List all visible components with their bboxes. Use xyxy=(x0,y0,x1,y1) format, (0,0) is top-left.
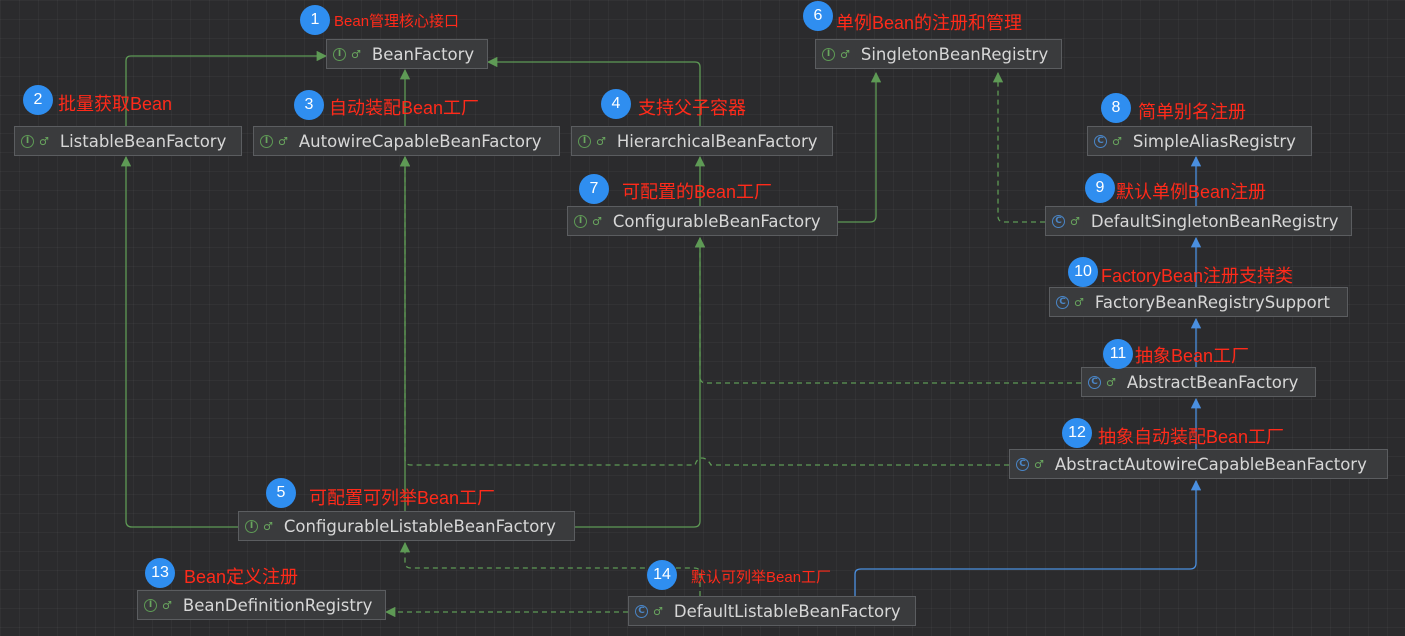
interface-icon: I xyxy=(144,598,157,612)
node-label: DefaultSingletonBeanRegistry xyxy=(1090,211,1339,231)
badge-7: 7 xyxy=(579,174,609,204)
annotation-9: 默认单例Bean注册 xyxy=(1116,182,1267,202)
public-icon: ♂ xyxy=(1034,457,1044,471)
node-abstract-bean-factory[interactable]: C ♂ AbstractBeanFactory xyxy=(1081,367,1316,397)
badge-4: 4 xyxy=(601,89,631,119)
edge-listable-to-beanfactory xyxy=(125,50,328,126)
node-singleton-bean-registry[interactable]: I ♂ SingletonBeanRegistry xyxy=(815,39,1062,69)
edge-abstractautowire-impl-autowire xyxy=(399,155,1009,466)
node-bean-definition-registry[interactable]: I ♂ BeanDefinitionRegistry xyxy=(137,590,386,620)
badge-10: 10 xyxy=(1068,257,1098,287)
node-configurable-bean-factory[interactable]: I ♂ ConfigurableBeanFactory xyxy=(567,206,838,236)
edge-defaultlistable-impl-conflistable xyxy=(399,541,701,596)
edge-hierarchical-to-beanfactory xyxy=(486,56,701,126)
interface-icon: I xyxy=(260,134,273,148)
node-abstract-autowire-capable-bean-factory[interactable]: C ♂ AbstractAutowireCapableBeanFactory xyxy=(1009,449,1388,479)
node-configurable-listable-bean-factory[interactable]: I ♂ ConfigurableListableBeanFactory xyxy=(238,511,575,541)
public-icon: ♂ xyxy=(592,214,602,228)
public-icon: ♂ xyxy=(1070,214,1080,228)
public-icon: ♂ xyxy=(840,47,850,61)
class-icon: C xyxy=(1094,134,1107,148)
interface-icon: I xyxy=(245,519,258,533)
badge-8: 8 xyxy=(1101,93,1131,123)
annotation-2: 批量获取Bean xyxy=(58,94,173,114)
node-label: AbstractAutowireCapableBeanFactory xyxy=(1054,454,1367,474)
badge-3: 3 xyxy=(294,90,324,120)
node-label: FactoryBeanRegistrySupport xyxy=(1094,292,1330,312)
node-default-singleton-bean-registry[interactable]: C ♂ DefaultSingletonBeanRegistry xyxy=(1045,206,1352,236)
class-icon: C xyxy=(1088,375,1101,389)
edge-conflistable-to-listable xyxy=(120,155,238,528)
badge-2: 2 xyxy=(23,85,53,115)
edge-configurable-to-singleton xyxy=(838,71,882,223)
node-hierarchical-bean-factory[interactable]: I ♂ HierarchicalBeanFactory xyxy=(571,126,833,156)
class-icon: C xyxy=(1016,457,1029,471)
public-icon: ♂ xyxy=(351,47,361,61)
annotation-8: 简单别名注册 xyxy=(1138,102,1246,122)
annotation-11: 抽象Bean工厂 xyxy=(1135,346,1250,366)
node-autowire-capable-bean-factory[interactable]: I ♂ AutowireCapableBeanFactory xyxy=(253,126,560,156)
node-label: DefaultListableBeanFactory xyxy=(673,601,901,621)
class-icon: C xyxy=(1056,295,1069,309)
annotation-12: 抽象自动装配Bean工厂 xyxy=(1098,427,1285,447)
annotation-6: 单例Bean的注册和管理 xyxy=(836,13,1023,33)
badge-12: 12 xyxy=(1062,418,1092,448)
node-label: ConfigurableBeanFactory xyxy=(612,211,821,231)
node-label: BeanDefinitionRegistry xyxy=(182,595,373,615)
node-label: ConfigurableListableBeanFactory xyxy=(283,516,556,536)
badge-5: 5 xyxy=(266,478,296,508)
annotation-3: 自动装配Bean工厂 xyxy=(329,98,480,118)
badge-13: 13 xyxy=(145,558,175,588)
node-listable-bean-factory[interactable]: I ♂ ListableBeanFactory xyxy=(14,126,242,156)
interface-icon: I xyxy=(578,134,591,148)
node-label: ListableBeanFactory xyxy=(59,131,227,151)
annotation-7: 可配置的Bean工厂 xyxy=(622,182,773,202)
interface-icon: I xyxy=(21,134,34,148)
public-icon: ♂ xyxy=(162,598,172,612)
public-icon: ♂ xyxy=(653,604,663,618)
node-default-listable-bean-factory[interactable]: C ♂ DefaultListableBeanFactory xyxy=(628,596,916,626)
badge-9: 9 xyxy=(1085,173,1115,203)
public-icon: ♂ xyxy=(1074,295,1084,309)
interface-icon: I xyxy=(574,214,587,228)
node-label: AbstractBeanFactory xyxy=(1126,372,1299,392)
class-icon: C xyxy=(635,604,648,618)
annotation-14: 默认可列举Bean工厂 xyxy=(691,569,832,586)
node-factory-bean-registry-support[interactable]: C ♂ FactoryBeanRegistrySupport xyxy=(1049,287,1348,317)
node-label: HierarchicalBeanFactory xyxy=(616,131,818,151)
node-label: AutowireCapableBeanFactory xyxy=(298,131,542,151)
public-icon: ♂ xyxy=(596,134,606,148)
annotation-4: 支持父子容器 xyxy=(638,98,746,118)
node-label: SingletonBeanRegistry xyxy=(860,44,1049,64)
class-icon: C xyxy=(1052,214,1065,228)
annotation-10: FactoryBean注册支持类 xyxy=(1101,266,1294,286)
edge-defaultsingleton-impl-singleton xyxy=(992,71,1045,223)
edge-conflistable-to-configurable xyxy=(575,236,706,528)
badge-1: 1 xyxy=(300,5,330,35)
interface-icon: I xyxy=(822,47,835,61)
annotation-1: Bean管理核心接口 xyxy=(334,13,460,30)
badge-14: 14 xyxy=(647,560,677,590)
edge-defaultlistable-to-abstractautowire xyxy=(854,479,1202,596)
badge-6: 6 xyxy=(803,1,833,31)
public-icon: ♂ xyxy=(278,134,288,148)
annotation-13: Bean定义注册 xyxy=(184,567,299,587)
interface-icon: I xyxy=(333,47,346,61)
public-icon: ♂ xyxy=(39,134,49,148)
node-simple-alias-registry[interactable]: C ♂ SimpleAliasRegistry xyxy=(1087,126,1312,156)
annotation-5: 可配置可列举Bean工厂 xyxy=(309,488,496,508)
public-icon: ♂ xyxy=(1106,375,1116,389)
node-bean-factory[interactable]: I ♂ BeanFactory xyxy=(326,39,488,69)
node-label: SimpleAliasRegistry xyxy=(1132,131,1296,151)
badge-11: 11 xyxy=(1103,339,1133,369)
edge-abstractbeanfactory-impl-configurable xyxy=(694,236,1081,384)
public-icon: ♂ xyxy=(263,519,273,533)
public-icon: ♂ xyxy=(1112,134,1122,148)
node-label: BeanFactory xyxy=(371,44,475,64)
